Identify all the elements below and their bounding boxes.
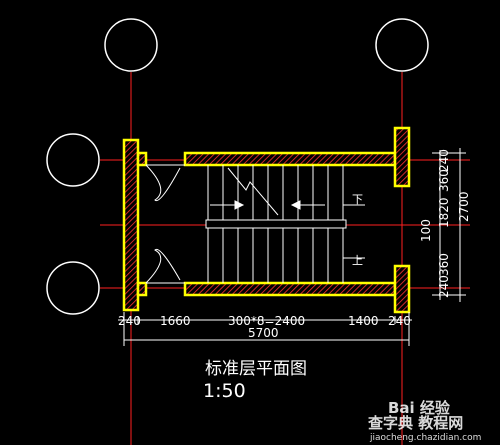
dim-right-1: 240: [437, 149, 451, 172]
stair-arrows: [210, 200, 365, 259]
right-dimension-lines: [432, 148, 466, 302]
dim-bottom-3: 300*8=2400: [228, 314, 305, 328]
wall-bottom: [183, 281, 397, 297]
dim-bottom-1: 240: [118, 314, 141, 328]
watermark-extra: 查字典 教程网: [368, 414, 463, 432]
dim-bottom-5: 240: [388, 314, 411, 328]
axis-bubble-top-right: [375, 18, 429, 72]
dim-right-opening: 100: [419, 219, 433, 242]
walls: [122, 126, 411, 314]
dim-right-3: 1820: [437, 197, 451, 228]
wall-right-bottom: [393, 264, 411, 314]
dim-right-total: 2700: [457, 191, 471, 222]
stair-up-label: 上: [352, 254, 363, 267]
dim-bottom-total: 5700: [248, 326, 279, 340]
stair-down-label: 下: [352, 193, 363, 206]
stair-well: [205, 219, 347, 229]
dim-bottom-4: 1400: [348, 314, 379, 328]
right-dimension-texts: 240 360 1820 360 240 2700 100: [419, 149, 471, 298]
axis-bubble-top-left: [104, 18, 158, 72]
wall-left-stub-bottom: [136, 281, 148, 297]
dim-bottom-2: 1660: [160, 314, 191, 328]
plan-title: 标准层平面图: [205, 359, 307, 379]
axis-bubble-left-upper: [46, 133, 100, 187]
bottom-dimension-lines: [118, 312, 412, 346]
wall-left-stub-top: [136, 151, 148, 167]
watermark-url: jiaocheng.chazidian.com: [369, 433, 481, 443]
wall-top: [183, 151, 397, 167]
wall-left: [122, 138, 140, 312]
wall-right-top: [393, 126, 411, 188]
axis-lines: [100, 72, 470, 445]
watermark: Bai 经验 查字典 教程网 jiaocheng.chazidian.com: [368, 399, 481, 443]
door-swings: [145, 164, 185, 284]
dim-right-4: 360: [437, 253, 451, 276]
dim-right-5: 240: [437, 275, 451, 298]
stair-break-line: [227, 167, 279, 216]
plan-scale: 1:50: [203, 380, 246, 402]
watermark-text: Bai 经验: [388, 399, 451, 417]
dim-right-2: 360: [437, 169, 451, 192]
axis-bubble-left-lower: [46, 261, 100, 315]
